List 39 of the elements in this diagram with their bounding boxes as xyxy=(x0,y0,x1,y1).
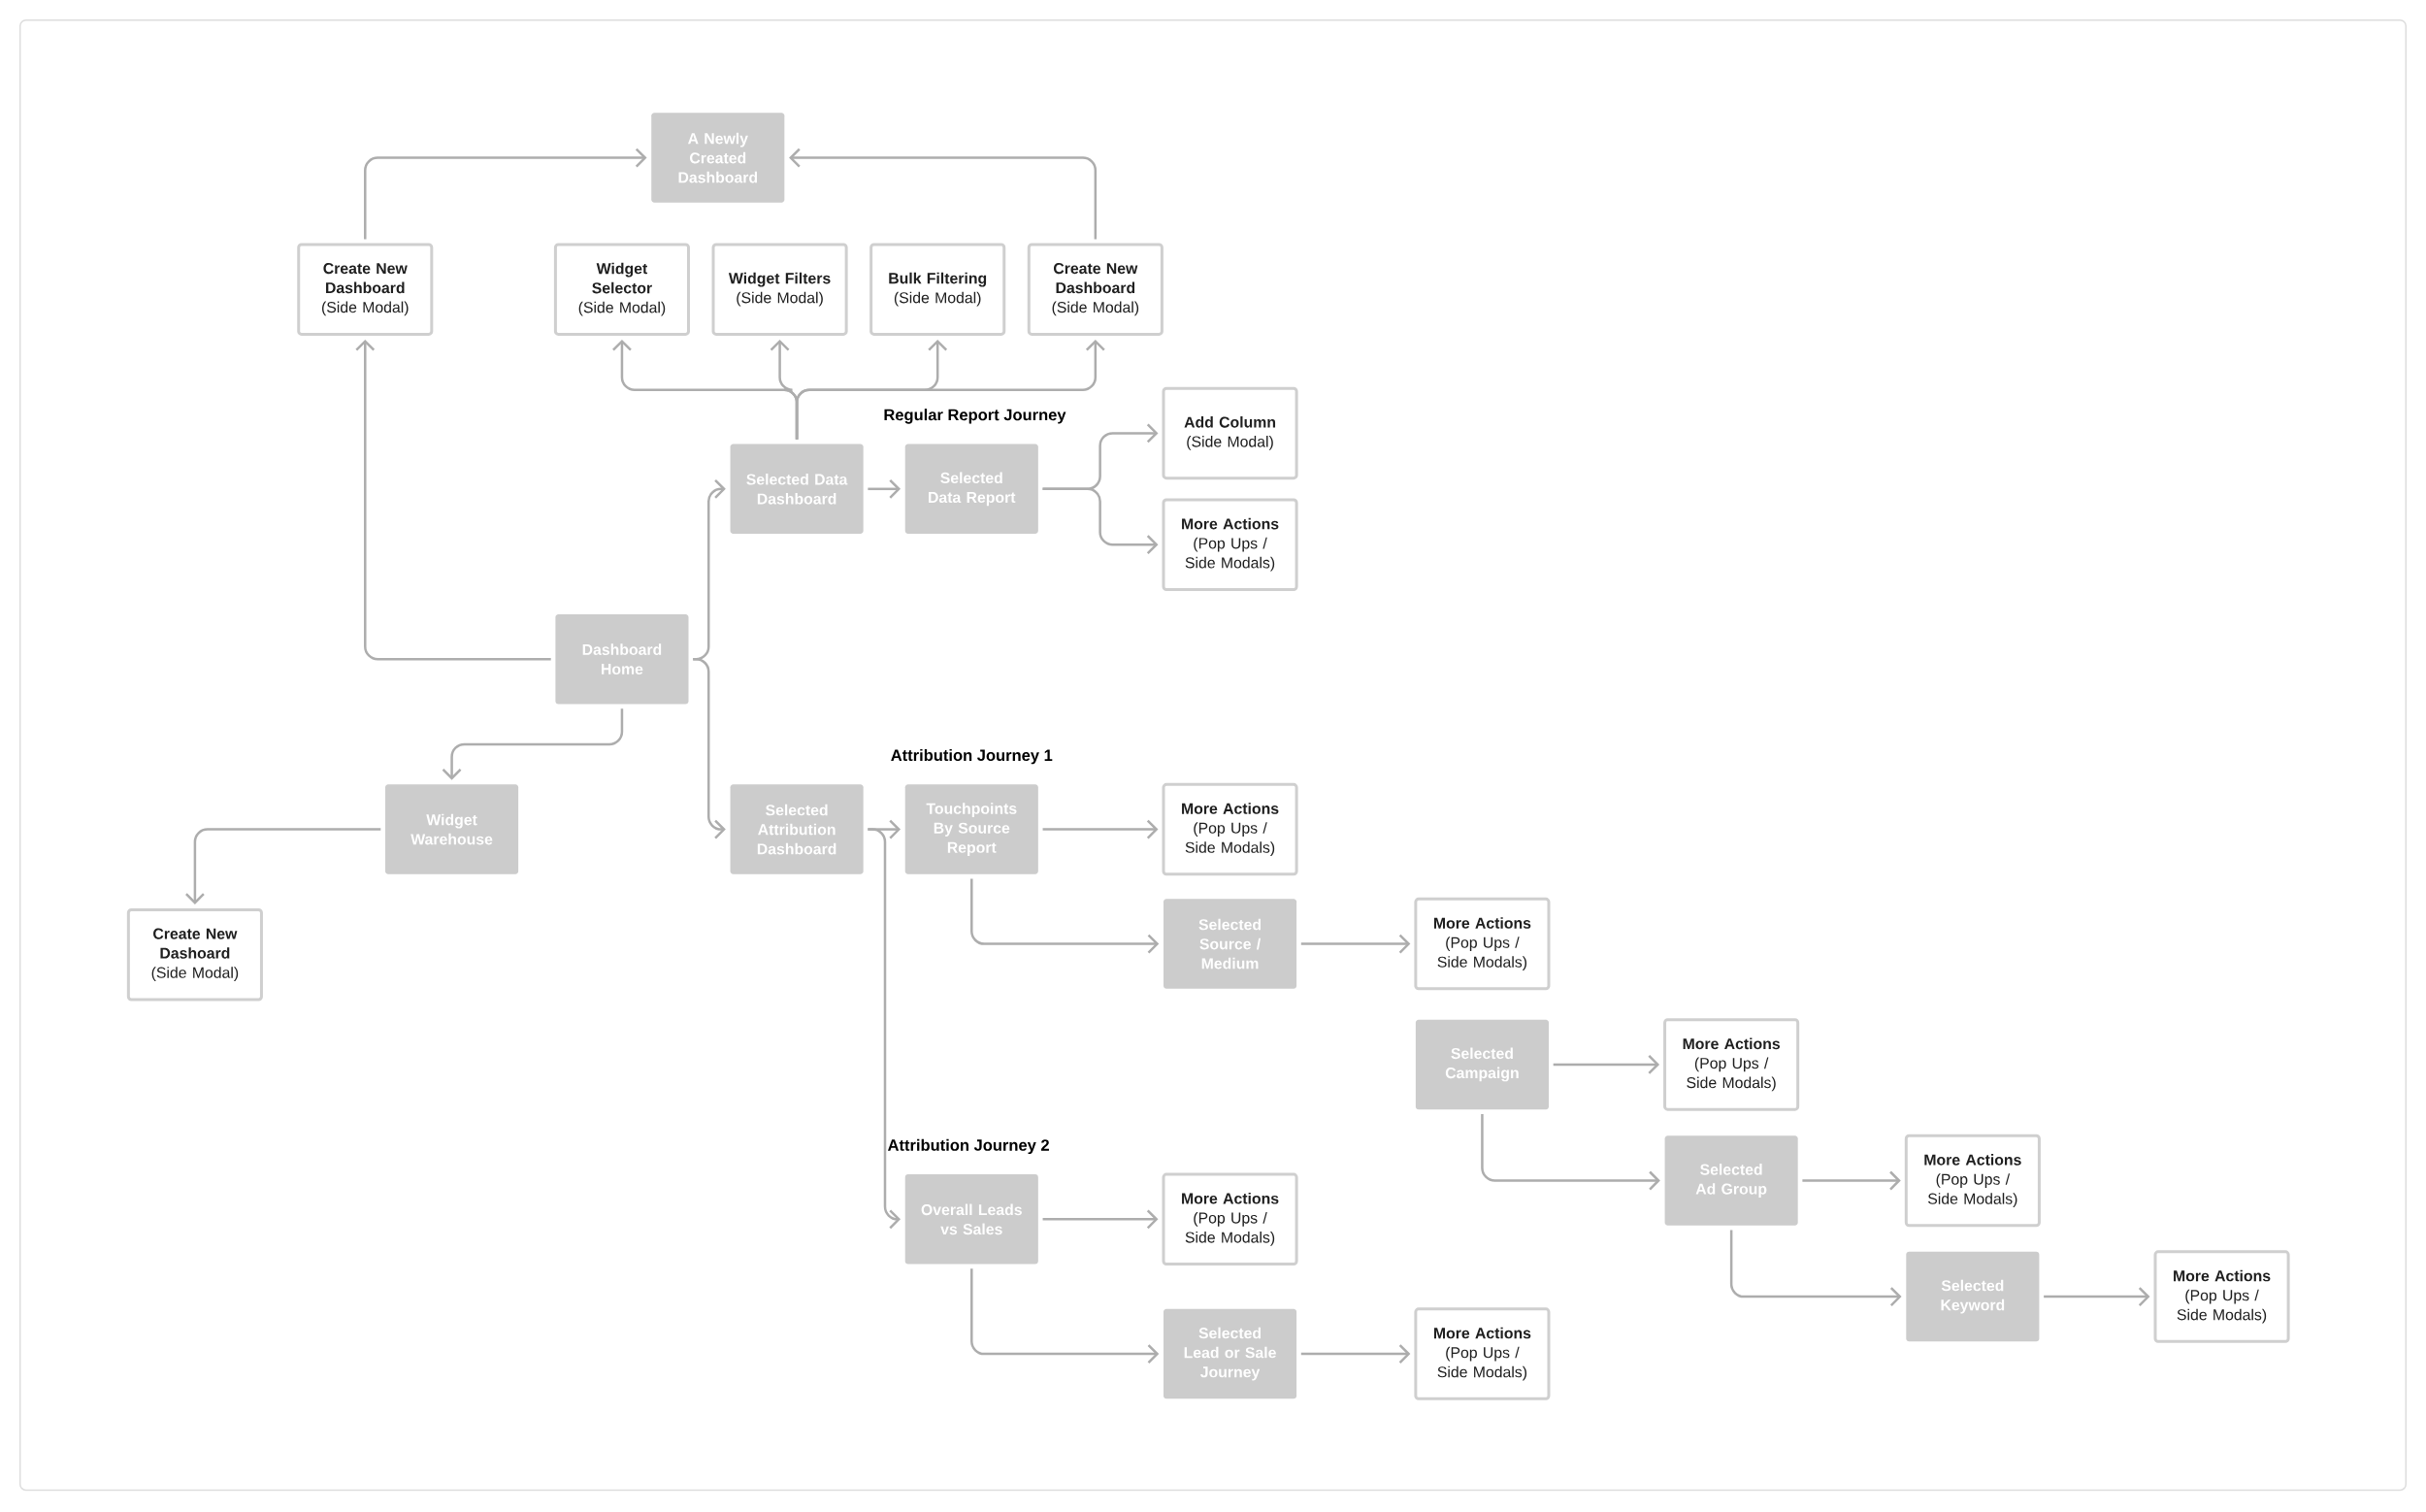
arrow xyxy=(795,340,1105,440)
arrow xyxy=(693,658,726,839)
arrow xyxy=(442,708,624,780)
arrow xyxy=(2044,1287,2150,1307)
arrow xyxy=(1553,1055,1660,1074)
arrow xyxy=(1481,1114,1660,1191)
modal-box: More Actions (Pop Ups / Side Modals) xyxy=(1162,1172,1298,1266)
arrow xyxy=(355,340,551,661)
journey-heading: Attribution Journey 2 xyxy=(887,1138,1049,1155)
modal-box: More Actions (Pop Ups / Side Modals) xyxy=(1904,1134,2041,1228)
arrow xyxy=(1042,819,1159,839)
arrow xyxy=(868,828,902,1230)
arrow xyxy=(970,1268,1160,1364)
modal-box: Widget Selector (Side Modal) xyxy=(553,243,690,337)
arrow xyxy=(1300,1344,1411,1364)
modal-box: Create New Dashboard (Side Modal) xyxy=(1027,243,1164,337)
arrow xyxy=(185,828,381,905)
modal-box: Create New Dashboard (Side Modal) xyxy=(297,243,434,337)
arrow xyxy=(789,148,1098,240)
modal-box: More Actions (Pop Ups / Side Modals) xyxy=(1663,1018,1800,1111)
modal-box: More Actions (Pop Ups / Side Modals) xyxy=(1414,897,1551,991)
modal-box: Add Column (Side Modal) xyxy=(1162,386,1298,480)
modal-box: Create New Dashoard (Side Modal) xyxy=(126,908,263,1002)
modal-box: More Actions (Pop Ups / Side Modals) xyxy=(1162,498,1298,592)
arrow xyxy=(1300,934,1411,954)
modal-box: More Actions (Pop Ups / Side Modals) xyxy=(1162,783,1298,876)
arrow xyxy=(1802,1170,1901,1191)
arrow xyxy=(970,878,1160,954)
modal-box: Bulk Filtering (Side Modal) xyxy=(869,243,1006,337)
journey-heading: Regular Report Journey xyxy=(884,409,1066,424)
arrow xyxy=(364,148,647,240)
modal-box: Widget Filters (Side Modal) xyxy=(711,243,848,337)
modal-box: More Actions (Pop Ups / Side Modals) xyxy=(2153,1250,2290,1343)
arrow xyxy=(1729,1230,1902,1307)
arrow xyxy=(868,479,902,499)
modal-box: More Actions (Pop Ups / Side Modals) xyxy=(1414,1307,1551,1400)
journey-heading: Attribution Journey 1 xyxy=(891,749,1053,765)
arrow xyxy=(1042,1209,1159,1230)
arrow xyxy=(1042,487,1159,555)
